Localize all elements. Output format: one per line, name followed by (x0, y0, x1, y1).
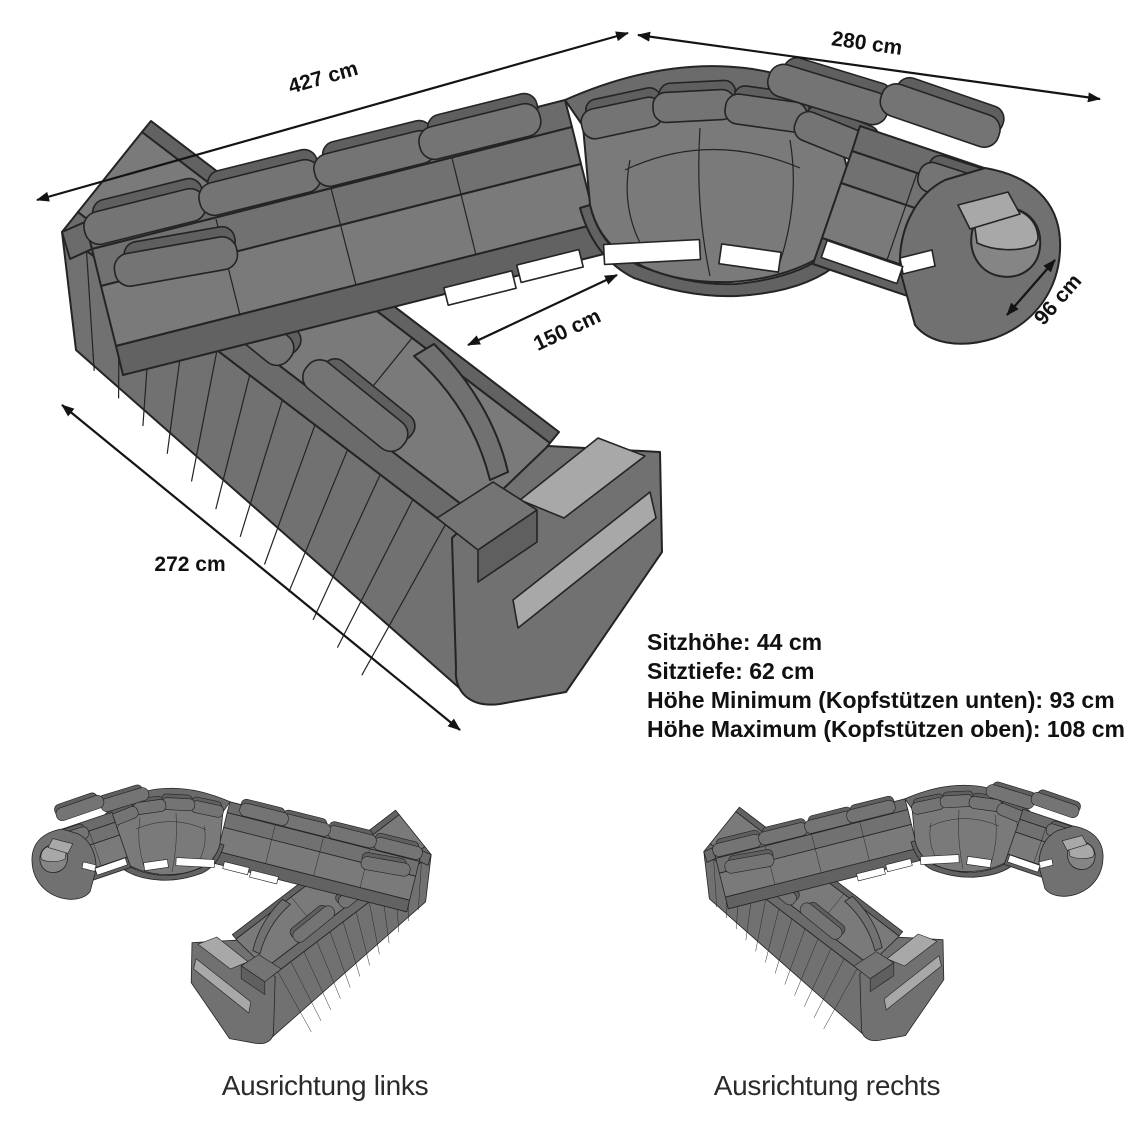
spec-height-max: Höhe Maximum (Kopfstützen oben): 108 cm (647, 716, 1125, 742)
spec-height-min: Höhe Minimum (Kopfstützen unten): 93 cm (647, 687, 1115, 713)
dimension-label-272: 272 cm (154, 553, 225, 576)
dimension-label-427: 427 cm (286, 57, 361, 99)
spec-seat-depth: Sitztiefe: 62 cm (647, 658, 814, 684)
caption-variant-right: Ausrichtung rechts (714, 1070, 941, 1101)
dimension-arrow-427 (36, 31, 629, 202)
sofa-variant-right (704, 779, 1103, 1040)
dimension-arrow-96 (1006, 259, 1056, 316)
dimension-arrow-280 (637, 31, 1101, 103)
sofa-variant-left (32, 782, 431, 1043)
caption-variant-left: Ausrichtung links (222, 1070, 429, 1101)
dimension-arrow-272 (61, 404, 461, 731)
spec-seat-height: Sitzhöhe: 44 cm (647, 629, 822, 655)
spec-text-block: Sitzhöhe: 44 cm Sitztiefe: 62 cm Höhe Mi… (647, 629, 1125, 742)
sofa-main (62, 51, 1060, 705)
dimension-label-280: 280 cm (830, 27, 904, 60)
dimension-272: 272 cm (61, 404, 461, 731)
dimension-arrow-150 (467, 274, 618, 346)
dimension-label-150: 150 cm (530, 305, 604, 356)
